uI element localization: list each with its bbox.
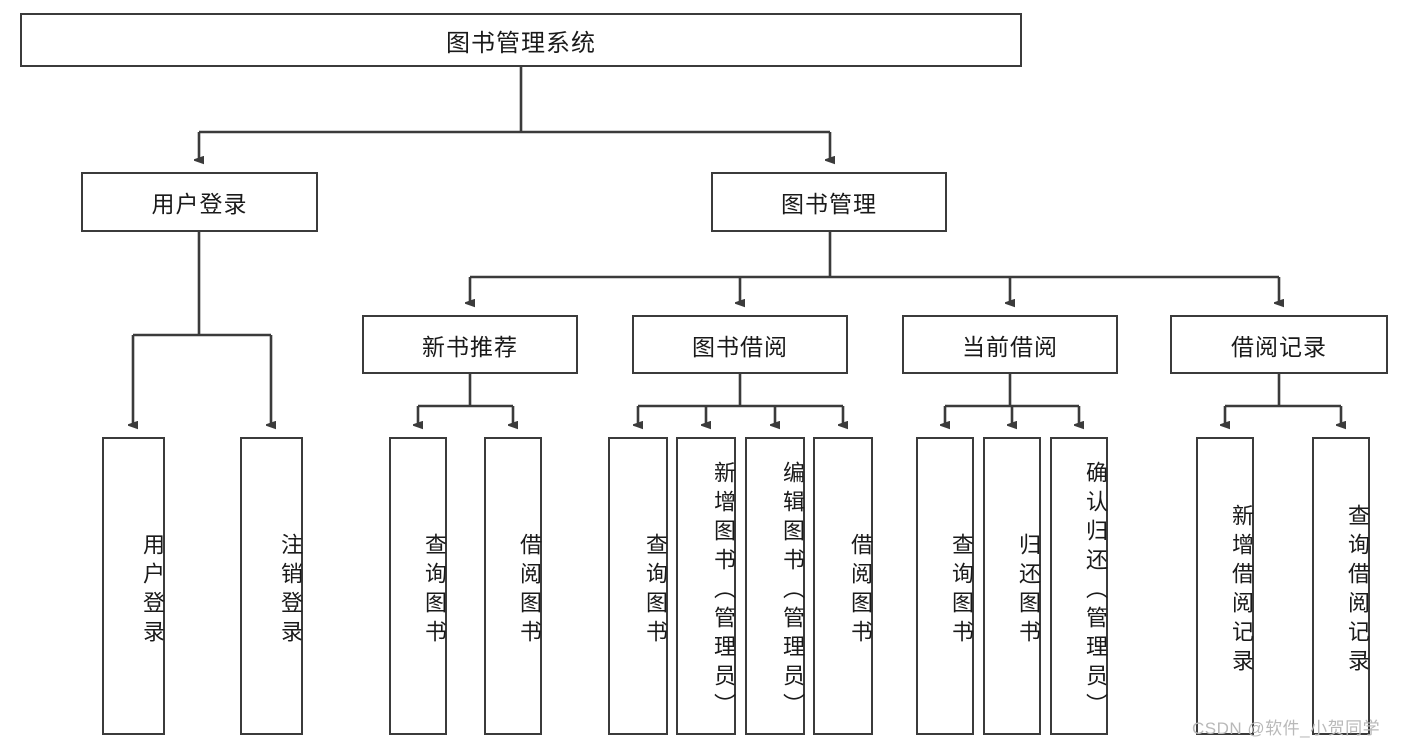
node-leaf-logout-label: 注销登录 — [278, 533, 303, 649]
node-user-login-label: 用户登录 — [151, 191, 248, 217]
node-leaf-add-borrow-record[interactable]: 新增借阅记录 — [1196, 437, 1254, 735]
node-leaf-query-borrow-record-label: 查询借阅记录 — [1345, 504, 1370, 678]
node-user-login[interactable]: 用户登录 — [81, 172, 318, 232]
node-leaf-return-book[interactable]: 归还图书 — [983, 437, 1041, 735]
node-leaf-query-book-borrow-label: 查询图书 — [643, 533, 668, 649]
node-root-label: 图书管理系统 — [446, 29, 596, 57]
node-leaf-add-book-admin-label: 新增图书（管理员） — [711, 460, 736, 722]
node-borrow-record-label: 借阅记录 — [1231, 333, 1327, 360]
node-leaf-add-book-admin[interactable]: 新增图书（管理员） — [676, 437, 736, 735]
node-leaf-borrow-book-rec-label: 借阅图书 — [517, 533, 542, 649]
node-leaf-query-book-rec[interactable]: 查询图书 — [389, 437, 447, 735]
node-leaf-query-book-cur-label: 查询图书 — [949, 533, 974, 649]
node-leaf-query-borrow-record[interactable]: 查询借阅记录 — [1312, 437, 1370, 735]
node-leaf-borrow-book-label: 借阅图书 — [848, 533, 873, 649]
node-leaf-confirm-return-admin[interactable]: 确认归还（管理员） — [1050, 437, 1108, 735]
node-borrow-record[interactable]: 借阅记录 — [1170, 315, 1388, 374]
node-book-borrow[interactable]: 图书借阅 — [632, 315, 848, 374]
node-leaf-edit-book-admin[interactable]: 编辑图书（管理员） — [745, 437, 805, 735]
node-leaf-query-book-borrow[interactable]: 查询图书 — [608, 437, 668, 735]
node-current-borrow-label: 当前借阅 — [962, 333, 1058, 360]
node-new-book-recommend[interactable]: 新书推荐 — [362, 315, 578, 374]
node-root[interactable]: 图书管理系统 — [20, 13, 1022, 67]
node-leaf-query-book-rec-label: 查询图书 — [422, 533, 447, 649]
node-book-manage[interactable]: 图书管理 — [711, 172, 947, 232]
node-leaf-user-login-label: 用户登录 — [140, 533, 165, 649]
node-leaf-user-login[interactable]: 用户登录 — [102, 437, 165, 735]
node-leaf-confirm-return-admin-label: 确认归还（管理员） — [1083, 460, 1108, 722]
node-leaf-add-borrow-record-label: 新增借阅记录 — [1229, 504, 1254, 678]
node-book-borrow-label: 图书借阅 — [692, 333, 788, 360]
node-leaf-borrow-book[interactable]: 借阅图书 — [813, 437, 873, 735]
watermark-text: CSDN @软件_小贺同学 — [1192, 719, 1381, 738]
node-leaf-return-book-label: 归还图书 — [1016, 533, 1041, 649]
node-leaf-edit-book-admin-label: 编辑图书（管理员） — [780, 460, 805, 722]
node-leaf-logout[interactable]: 注销登录 — [240, 437, 303, 735]
node-book-manage-label: 图书管理 — [781, 191, 877, 217]
node-new-book-recommend-label: 新书推荐 — [422, 333, 518, 360]
node-current-borrow[interactable]: 当前借阅 — [902, 315, 1118, 374]
node-leaf-borrow-book-rec[interactable]: 借阅图书 — [484, 437, 542, 735]
node-leaf-query-book-cur[interactable]: 查询图书 — [916, 437, 974, 735]
